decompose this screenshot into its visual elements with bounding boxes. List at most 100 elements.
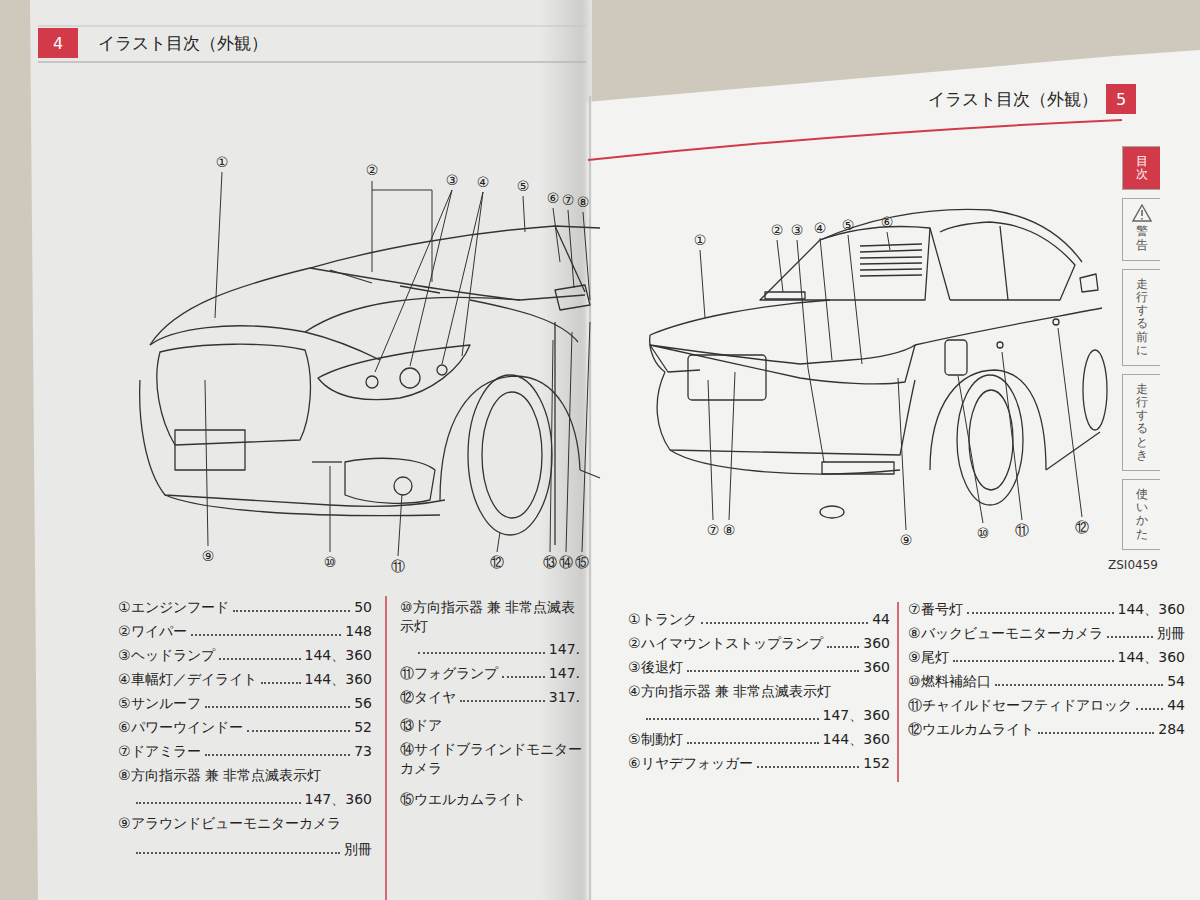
callout-number: ⑮ <box>575 555 589 569</box>
front-leader-lines <box>205 380 208 546</box>
front-leader-lines <box>523 196 525 232</box>
part-name: ⑪フォグランプ <box>400 664 498 683</box>
rear-car-illustration <box>1046 432 1100 470</box>
rear-leader-lines <box>1002 352 1022 520</box>
callout-number: ⑬ <box>543 555 557 569</box>
page-reference: 147. <box>549 640 580 659</box>
front-car-illustration <box>312 461 342 462</box>
callout-number: ② <box>771 223 784 237</box>
section-tab-label: 警告 <box>1136 225 1148 251</box>
callout-number: ⑪ <box>391 559 405 573</box>
rear-car-illustration <box>650 209 1107 518</box>
section-tab: 使いかた <box>1122 479 1160 550</box>
page-reference: 144、360 <box>305 646 372 665</box>
book-pages <box>589 96 591 900</box>
front-car-illustration <box>140 226 600 545</box>
dot-leader <box>191 634 342 636</box>
page-header-rules <box>385 596 387 900</box>
front-car-illustration <box>330 270 440 293</box>
dot-leader <box>1136 708 1163 710</box>
callout-number: ⑩ <box>324 555 337 569</box>
front-car-illustration <box>150 326 380 360</box>
page-reference: 360 <box>863 634 890 653</box>
dot-leader <box>205 754 351 756</box>
front-leader-lines <box>330 466 331 552</box>
part-name: ④車幅灯／デイライト <box>118 670 257 689</box>
page-number: 5 <box>1116 90 1126 109</box>
part-name: ③ヘッドランプ <box>118 646 215 665</box>
section-tab-label: 目次 <box>1136 155 1148 181</box>
part-name: ⑥パワーウインドー <box>118 718 243 737</box>
page-reference: 54 <box>1167 672 1185 691</box>
dot-leader <box>247 730 351 732</box>
section-tab-label: 使いかた <box>1136 488 1148 541</box>
callout-number: ③ <box>446 173 459 187</box>
section-tab: 目次 <box>1122 146 1160 190</box>
rear-car-illustration <box>957 375 1023 505</box>
rear-car-illustration <box>1000 226 1008 300</box>
part-name: ⑮ウエルカムライト <box>400 790 526 809</box>
part-name: ①エンジンフード <box>118 598 229 617</box>
rear-car-illustration <box>650 345 700 372</box>
dot-leader <box>136 852 340 854</box>
front-leader-lines <box>375 190 452 372</box>
callout-number: ⑭ <box>559 555 573 569</box>
page-header-title: イラスト目次（外観） <box>928 88 1098 111</box>
book-pages <box>30 0 1200 900</box>
part-name: ⑦ドアミラー <box>118 742 201 761</box>
part-name: ②ハイマウントストップランプ <box>628 634 823 653</box>
rear-car-illustration <box>760 227 930 301</box>
dot-leader <box>827 646 860 648</box>
callout-number: ③ <box>791 223 804 237</box>
dot-leader <box>136 802 301 804</box>
callout-number: ⑤ <box>842 218 855 232</box>
book-pages <box>30 0 592 900</box>
book-pages <box>586 50 1200 900</box>
page-number: 4 <box>53 34 63 53</box>
front-car-illustration <box>165 495 440 516</box>
front-leader-lines <box>442 192 483 364</box>
dot-leader <box>1107 636 1153 638</box>
page-number-box: 5 <box>1106 84 1136 114</box>
dot-leader <box>687 670 860 672</box>
page-reference: 147、360 <box>823 706 890 725</box>
front-leader-lines <box>553 208 560 262</box>
page-reference: 56 <box>354 694 372 713</box>
page-reference: 144、360 <box>1118 648 1185 667</box>
rear-car-illustration <box>945 340 967 375</box>
warning-icon <box>1133 205 1151 221</box>
figure-code: ZSI0459 <box>1108 558 1158 572</box>
part-name: ⑧方向指示器 兼 非常点滅表示灯 <box>118 766 321 785</box>
rear-car-illustration <box>657 372 915 455</box>
front-car-illustration <box>470 300 578 342</box>
rear-car-illustration <box>930 228 950 300</box>
rear-leader-lines <box>700 250 705 318</box>
rear-car-illustration <box>1053 319 1059 325</box>
rear-leader-lines <box>848 235 862 364</box>
front-car-illustration <box>400 368 420 388</box>
dot-leader <box>233 610 351 612</box>
page-header-rules <box>38 26 1122 900</box>
dot-leader <box>219 658 301 660</box>
part-name: ⑩燃料補給口 <box>908 672 991 691</box>
part-name: ⑫タイヤ <box>400 688 456 707</box>
section-tab-label: 走行するとき <box>1136 383 1148 462</box>
front-car-illustration <box>175 430 245 470</box>
page-header-rules <box>38 26 586 27</box>
front-car-illustration <box>555 285 590 310</box>
callout-number: ⑥ <box>547 191 560 205</box>
callout-number: ⑥ <box>881 215 894 229</box>
page-reference: 別冊 <box>1157 624 1185 643</box>
page-reference: 144、360 <box>305 670 372 689</box>
front-car-illustration <box>150 268 310 345</box>
callout-number: ⑪ <box>1015 523 1029 537</box>
callout-number: ① <box>216 155 229 169</box>
part-name: ⑤制動灯 <box>628 730 683 749</box>
section-tab-label: 走行する前に <box>1136 278 1148 357</box>
page-reference: 73 <box>354 742 372 761</box>
rear-leader-lines <box>729 372 735 520</box>
rear-car-illustration <box>860 244 922 276</box>
front-car-illustration <box>366 376 378 388</box>
front-car-illustration <box>554 322 555 545</box>
